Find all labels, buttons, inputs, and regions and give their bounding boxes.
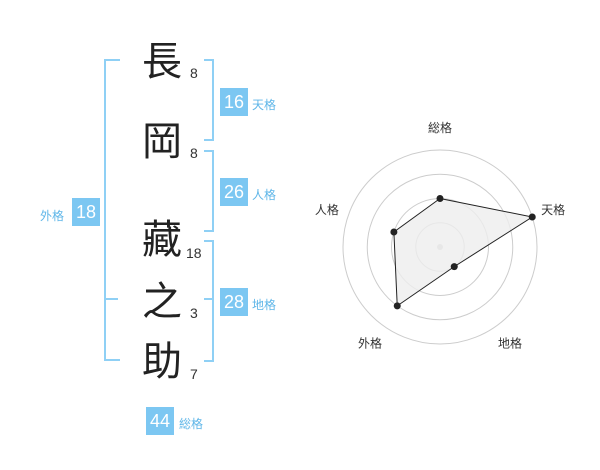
stroke-count-5: 7 (190, 366, 198, 382)
radar-point-3 (450, 263, 458, 271)
soukaku-label: 総格 (179, 417, 204, 431)
gaikaku-value-badge: 18 (72, 198, 100, 226)
radar-point-2 (528, 213, 536, 221)
name-char-3: 藏 (142, 217, 182, 263)
chikaku-bracket (204, 240, 214, 362)
jinkaku-bracket (204, 150, 214, 232)
stroke-count-4: 3 (190, 305, 198, 321)
radar-grid-ring (366, 173, 514, 321)
name-char-4: 之 (142, 279, 182, 325)
name-char-2: 岡 (142, 119, 182, 165)
chikaku-bracket-mid (204, 298, 212, 300)
chikaku-value-badge: 28 (220, 288, 248, 316)
radar-point-4 (393, 302, 401, 310)
gaikaku-bracket-mid (104, 298, 118, 300)
name-char-1: 長 (142, 39, 182, 85)
radar-grid-ring (342, 149, 538, 345)
radar-axis-label-1: 総格 (428, 120, 452, 135)
radar-point-1 (436, 195, 444, 202)
tenkaku-label: 天格 (252, 98, 277, 112)
gaikaku-label: 外格 (40, 209, 65, 223)
name-char-5: 助 (142, 339, 182, 385)
chikaku-label: 地格 (252, 298, 277, 312)
jinkaku-label: 人格 (252, 188, 277, 202)
gaikaku-bracket (104, 59, 120, 361)
radar-axis-label-3: 地格 (498, 335, 522, 350)
radar-axis-label-4: 外格 (358, 335, 382, 350)
tenkaku-value-badge: 16 (220, 88, 248, 116)
radar-axis-label-2: 天格 (541, 202, 565, 217)
stroke-count-3: 18 (186, 245, 202, 261)
radar-axis-label-5: 人格 (315, 202, 339, 217)
stroke-count-2: 8 (190, 145, 198, 161)
radar-series-shape (393, 197, 534, 307)
stroke-count-1: 8 (190, 65, 198, 81)
soukaku-value-badge: 44 (146, 407, 174, 435)
tenkaku-bracket (204, 59, 214, 141)
radar-point-5 (390, 228, 398, 236)
jinkaku-value-badge: 26 (220, 178, 248, 206)
